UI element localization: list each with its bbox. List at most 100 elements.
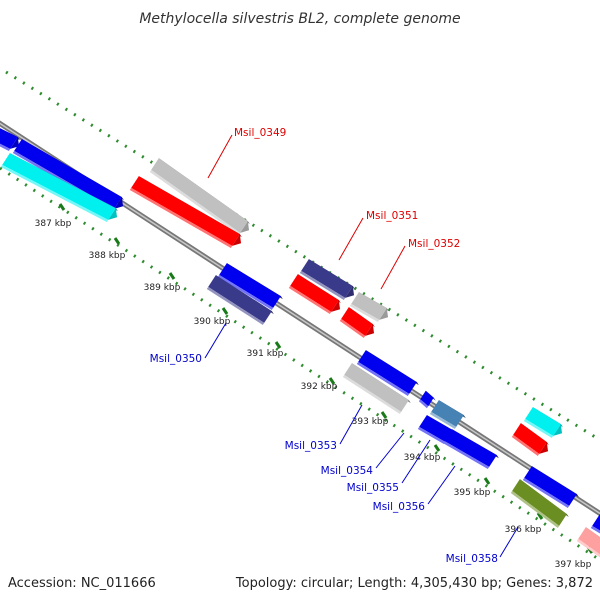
gene-body — [0, 128, 18, 149]
gene-msil-0358[interactable] — [510, 479, 569, 528]
major-tick — [483, 477, 491, 485]
kbp-tick-label: 393 kbp — [352, 417, 389, 427]
gene-arrow — [240, 221, 250, 233]
gene-feature[interactable] — [523, 407, 563, 438]
gene-label[interactable]: Msil_0354 — [321, 465, 374, 477]
backbone-highlight — [0, 122, 600, 515]
gene-body — [290, 274, 339, 312]
gene-highlight — [522, 477, 570, 508]
gene-msil-0355[interactable] — [429, 400, 466, 429]
major-tick — [221, 307, 229, 315]
gene-highlight — [339, 318, 366, 338]
gene-label[interactable]: Msil_0358 — [446, 553, 498, 565]
gene-body — [578, 527, 600, 555]
kbp-tick-label: 391 kbp — [247, 349, 284, 359]
gene-feature[interactable] — [590, 514, 600, 534]
gene-feature[interactable] — [0, 153, 118, 222]
gene-leader-line — [207, 134, 233, 179]
gene-highlight — [217, 274, 274, 310]
gene-body — [219, 263, 281, 308]
gene-body — [358, 350, 417, 394]
kbp-tick-label: 396 kbp — [505, 525, 542, 535]
kbp-tick-label: 397 kbp — [555, 560, 592, 570]
kbp-tick-label: 387 kbp — [35, 219, 72, 229]
gene-arrow — [232, 234, 242, 246]
gene-leader-line — [499, 526, 519, 558]
gene-label[interactable]: Msil_0349 — [234, 127, 286, 139]
gene-highlight — [510, 490, 560, 528]
accession-text: Accession: NC_011666 — [8, 576, 156, 591]
kbp-tick-label: 395 kbp — [454, 488, 491, 498]
gene-body — [301, 259, 353, 298]
gene-body — [344, 363, 409, 412]
gene-feature[interactable] — [288, 274, 341, 314]
gene-highlight — [523, 418, 554, 438]
gene-feature[interactable] — [576, 527, 600, 558]
gene-highlight — [342, 374, 402, 414]
gene-highlight — [149, 169, 241, 235]
gene-label[interactable]: Msil_0353 — [285, 440, 337, 452]
gene-feature[interactable] — [522, 466, 579, 508]
gene-label[interactable]: Msil_0350 — [150, 353, 202, 365]
gene-highlight — [206, 286, 265, 325]
major-ticks — [58, 203, 594, 554]
gene-body — [351, 292, 387, 320]
gene-highlight — [417, 426, 446, 444]
gene-arrow — [365, 324, 375, 336]
gene-highlight — [0, 143, 11, 151]
gene-label[interactable]: Msil_0355 — [347, 482, 399, 494]
gene-leader-line — [338, 217, 364, 261]
gene-highlight — [0, 164, 109, 222]
major-tick — [168, 272, 176, 280]
gene-arrow — [379, 308, 389, 320]
inner-tick-track — [0, 166, 600, 562]
gene-feature[interactable] — [339, 307, 375, 338]
gene-highlight — [288, 285, 332, 314]
gene-arrow — [114, 197, 124, 209]
gene-feature[interactable] — [417, 415, 455, 444]
gene-highlight — [129, 187, 233, 248]
inner-dotted-track — [0, 166, 600, 562]
gene-highlight — [356, 361, 410, 396]
gene-label[interactable]: Msil_0356 — [373, 501, 426, 513]
gene-highlight — [299, 270, 346, 300]
kbp-tick-label: 394 kbp — [404, 453, 441, 463]
gene-highlight — [442, 440, 490, 469]
gene-msil-0350[interactable] — [217, 263, 283, 310]
gene-body — [444, 429, 497, 467]
gene-arrow — [345, 286, 355, 298]
gene-arrow — [10, 137, 20, 149]
major-tick — [58, 203, 66, 211]
gene-label[interactable]: Msil_0352 — [408, 238, 460, 250]
gene-feature[interactable] — [356, 350, 419, 396]
gene-feature[interactable] — [206, 275, 274, 325]
gene-leaders — [204, 134, 519, 558]
gene-label[interactable]: Msil_0351 — [366, 210, 418, 222]
gene-msil-0353[interactable] — [342, 363, 411, 414]
gene-body — [419, 415, 453, 442]
gene-msil-0354[interactable] — [418, 390, 436, 409]
gene-feature[interactable] — [129, 176, 242, 248]
major-tick — [433, 444, 441, 452]
gene-msil-0352[interactable] — [349, 292, 389, 322]
major-tick — [380, 411, 388, 419]
gene-msil-0351[interactable] — [299, 259, 355, 300]
gene-msil-0356[interactable] — [442, 429, 499, 469]
major-tick — [328, 377, 336, 385]
gene-leader-line — [339, 404, 363, 445]
gene-feature[interactable] — [511, 423, 549, 456]
gene-leader-line — [204, 322, 227, 359]
kbp-tick-label: 392 kbp — [301, 382, 338, 392]
gene-body — [14, 139, 122, 209]
gene-msil-0349[interactable] — [149, 158, 250, 235]
gene-body — [2, 153, 116, 220]
gene-feature[interactable] — [0, 125, 20, 151]
gene-highlight — [418, 399, 429, 409]
gene-highlight — [429, 411, 457, 429]
gene-leader-line — [427, 465, 456, 505]
gene-arrow — [553, 424, 563, 436]
major-tick — [536, 512, 544, 520]
